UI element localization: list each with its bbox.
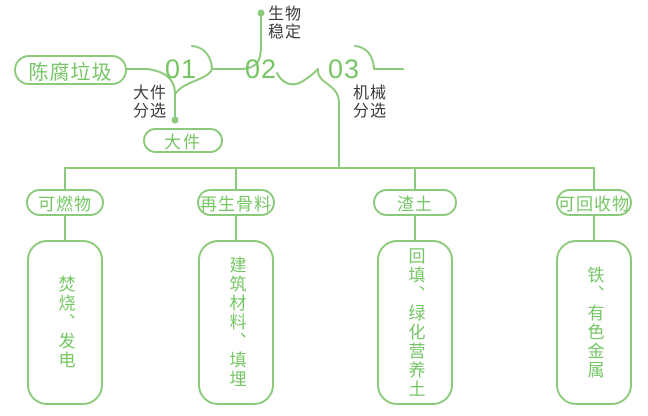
step-number-3: 03 [327,54,361,84]
step3-flourishes [316,45,375,169]
category-label: 再生骨料 [200,195,272,214]
distribution-lines [64,167,595,241]
step2-label-bio-stabilization: 生物 稳定 [268,6,303,41]
step1-top-arc [191,45,213,69]
result-box-slag: 回填、绿化营养土 [377,240,453,405]
category-node-recyclables: 可回收物 [556,189,632,216]
category-node-slag: 渣土 [373,189,457,216]
category-label: 可燃物 [38,195,92,214]
category-node-recycled-aggregate: 再生骨料 [197,189,275,216]
branch-line-bulky [146,68,176,117]
bulky-endpoint-dot [171,116,179,124]
step2-flourishes [241,9,319,86]
result-text: 建筑材料、填埋 [226,256,246,389]
step1-right-arc [175,68,213,94]
source-node: 陈腐垃圾 [14,55,127,85]
step1-label-bulky-sorting: 大件 分选 [133,85,168,120]
result-text: 回填、绿化营养土 [405,246,425,399]
step2-swoosh [276,68,319,86]
step3-top-arc [354,45,375,69]
result-text: 铁、有色金属 [584,265,604,380]
step3-label-mechanical-sorting: 机械 分选 [353,85,388,120]
category-node-combustibles: 可燃物 [26,189,104,216]
branch-line-mechanical [316,68,340,169]
source-label: 陈腐垃圾 [28,61,113,84]
branch-line-bio [241,16,262,70]
result-box-recycled-aggregate: 建筑材料、填埋 [198,240,274,405]
result-box-combustibles: 焚烧、发电 [27,240,103,405]
bulky-output-label: 大件 [164,133,202,152]
distribution-rail [64,167,595,190]
step1-flourishes [146,45,213,124]
result-text: 焚烧、发电 [55,275,75,370]
step-number-2: 02 [244,54,278,84]
category-label: 可回收物 [558,195,630,214]
step-number-1: 01 [164,54,198,84]
bulky-output-node: 大件 [143,128,223,153]
result-box-recyclables: 铁、有色金属 [556,240,632,405]
category-label: 渣土 [397,195,433,214]
bio-endpoint-dot [257,9,265,17]
